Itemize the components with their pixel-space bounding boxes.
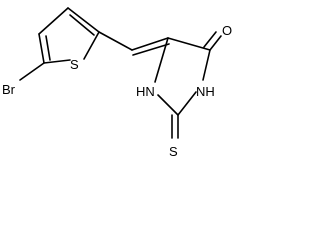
bond-s-c5: [43, 59, 71, 64]
atom-s-thione: S: [169, 144, 178, 159]
bond-c4-c3: [38, 7, 69, 35]
bond-co-o-double: [203, 31, 217, 48]
bond-c2-s: [83, 31, 100, 60]
chemical-structure: Br S HN NH O S: [2, 7, 232, 159]
bond-nh-right-cs: [177, 91, 197, 116]
bond-co-o: [209, 35, 222, 51]
bond-ch-c-double-b: [132, 43, 170, 56]
atom-nh-right: NH: [196, 84, 215, 99]
bond-co-nh-right: [202, 49, 211, 81]
bond-c-co: [167, 37, 211, 51]
bond-c3-c2: [67, 7, 100, 33]
atom-o: O: [222, 23, 232, 38]
bond-br-c5: [19, 62, 45, 81]
atom-s-ring: S: [70, 57, 79, 72]
bond-c5-c4-double: [45, 35, 51, 61]
bond-cs-nh-left: [157, 94, 179, 116]
atom-nh-left: HN: [136, 84, 155, 99]
atom-br: Br: [2, 82, 16, 97]
bond-c3-c2-double: [69, 14, 95, 36]
bond-ch-c-double-a: [131, 37, 169, 51]
bond-c5-c4: [38, 33, 45, 64]
bond-c2-ch: [98, 31, 133, 51]
bond-nh-left-c: [154, 37, 169, 83]
